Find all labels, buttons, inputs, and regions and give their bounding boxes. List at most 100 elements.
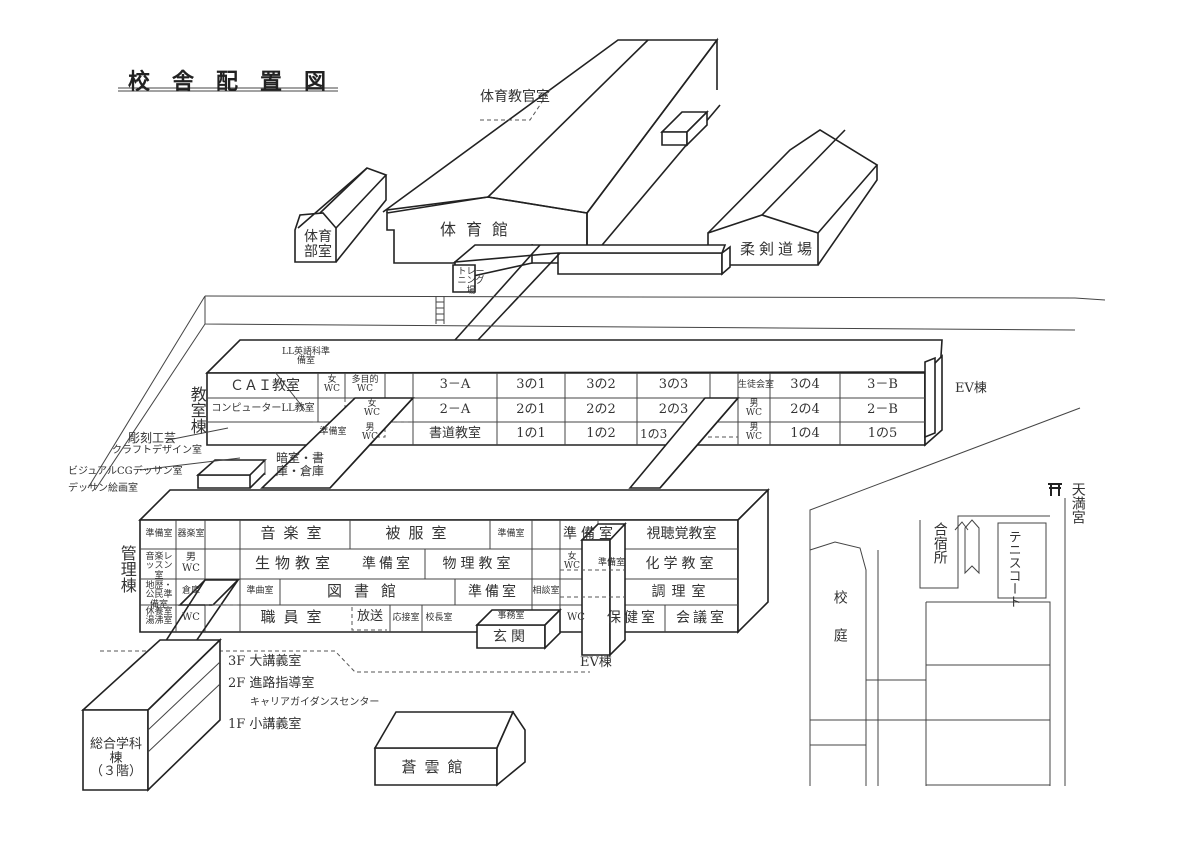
room-sewing: 被服室 [385, 524, 455, 542]
ev-wing-label: EV棟 [955, 381, 987, 396]
admin-wing-label: 管理棟 [117, 545, 137, 593]
gym-office-label: 体育教官室 [480, 89, 550, 105]
admin-wing [138, 488, 770, 657]
room-staff: 職員室 [260, 608, 330, 626]
entrance-label: 玄関 [493, 629, 529, 645]
ll-prep-label: LL英語科準備室 [282, 347, 330, 367]
room-physics: 物理教室 [442, 556, 515, 572]
classroom-wing [195, 339, 943, 489]
room-3b: 3－B [867, 377, 898, 392]
courtyard-label: 校庭 [831, 590, 848, 666]
room-counseling: 相談室 [532, 586, 560, 596]
room-reception: 応接室 [392, 613, 420, 623]
room-multi-wc: 多目的WC [351, 375, 379, 395]
dojo-building [707, 129, 879, 266]
drawing-label: デッサン絵画室 [68, 483, 138, 494]
room-cai: ＣＡＩ教室 [230, 378, 300, 394]
room-2-1: 2の1 [516, 402, 546, 417]
room-storage: 倉庫 [181, 586, 200, 596]
room-music-lesson: 音楽レッスン室 [145, 552, 173, 581]
room-wc-m-a: 男WC [182, 552, 200, 574]
room-wc-f: 女WC [323, 375, 341, 395]
general-wing [80, 638, 222, 792]
room-3-2: 3の2 [586, 377, 616, 392]
room-3-1: 3の1 [516, 377, 546, 392]
office-label: 事務室 [497, 611, 525, 621]
room-2-4: 2の4 [790, 402, 820, 417]
room-3-3: 3の3 [658, 377, 689, 392]
club-room-building [294, 167, 388, 263]
floor-3f: 3F 大講義室 [228, 654, 302, 669]
soun-hall [373, 710, 526, 787]
room-calligraphy: 書道教室 [428, 426, 481, 441]
darkroom-label: 暗室・書庫・倉庫 [275, 451, 324, 478]
room-3a: 3－A [439, 377, 471, 392]
leader-lines [139, 371, 306, 471]
room-biology: 生物教室 [254, 554, 335, 572]
room-2b: 2－B [867, 402, 898, 417]
room-wc-m1b: 男WC [745, 423, 763, 443]
room-chemistry: 化学教室 [645, 556, 718, 572]
embankment [87, 295, 1106, 491]
page-title: 校舎配置図 [128, 70, 349, 95]
shrine-label: 天満宮 [1069, 482, 1086, 524]
room-2-3: 2の3 [658, 402, 689, 417]
room-student-council: 生徒会室 [738, 380, 775, 390]
gym-building [382, 37, 721, 264]
room-1-2: 1の2 [586, 426, 616, 441]
room-wc-b: WC [567, 612, 585, 623]
room-wc-m1: 男WC [361, 423, 379, 443]
room-wc-a: WC [182, 612, 200, 623]
room-a-prep1: 準備室 [145, 529, 173, 539]
room-computer-ll: コンピューターLL教室 [211, 403, 315, 414]
general-wing-label: 総合学科棟 （３階） [89, 737, 142, 780]
room-prep: 準備室 [319, 427, 347, 437]
ev-wing-2-label: EV棟 [580, 655, 612, 670]
torii-icon [1048, 483, 1062, 496]
club-room-label: 体育部室 [304, 229, 332, 260]
site-plan [809, 407, 1081, 786]
room-composing: 準曲室 [246, 586, 274, 596]
room-rest: 休養室湯沸室 [145, 607, 173, 627]
room-1-5: 1の5 [867, 426, 898, 441]
room-1-3: 1の3 [640, 427, 668, 441]
room-2a: 2－A [439, 402, 471, 417]
room-3-4: 3の4 [790, 377, 820, 392]
room-wc-f-a: 女WC [563, 552, 581, 572]
sculpture-label: 彫刻工芸 [128, 431, 177, 445]
visual-label: ビジュアルCGデッサン室 [68, 466, 183, 477]
room-1-1: 1の1 [516, 426, 546, 441]
room-a-prep5: 準備室 [598, 558, 626, 568]
classroom-wing-label: 教室棟 [187, 386, 207, 434]
room-a-prep4: 準備室 [362, 556, 413, 572]
room-instrument: 器楽室 [177, 529, 205, 539]
dojo-label: 柔剣道場 [740, 240, 817, 258]
walkway-path [100, 650, 590, 673]
room-cooking: 調理室 [651, 584, 712, 600]
floor-2f: 2F 進路指導室 [228, 676, 315, 691]
room-a-prep6: 準備室 [468, 584, 519, 600]
training-label: トレーニング場 [457, 267, 485, 296]
room-social-prep: 地歴・公民準備室 [145, 581, 173, 610]
floor-1f: 1F 小講義室 [228, 717, 302, 732]
room-av: 視聴覚教室 [646, 526, 717, 542]
tennis-label: テニスコート [1005, 530, 1021, 608]
room-principal: 校長室 [425, 613, 453, 623]
room-library: 図書館 [326, 582, 408, 600]
room-music: 音楽室 [260, 524, 330, 542]
soun-hall-label: 蒼雲館 [401, 758, 471, 776]
room-broadcast: 放送 [356, 609, 383, 624]
room-wc-f2: 女WC [363, 399, 381, 419]
room-a-prep3: 準備室 [563, 526, 617, 542]
room-nurse: 保健室 [607, 610, 658, 626]
room-meeting: 会議室 [676, 610, 727, 626]
career-center: キャリアガイダンスセンター [250, 697, 380, 708]
camp-label: 合宿所 [931, 522, 948, 564]
room-wc-m2: 男WC [745, 399, 763, 419]
gym-label: 体育館 [440, 220, 519, 239]
craft-label: クラフトデザイン室 [112, 445, 202, 456]
room-1-4: 1の4 [790, 426, 820, 441]
room-a-prep2: 準備室 [497, 529, 525, 539]
room-2-2: 2の2 [586, 402, 616, 417]
